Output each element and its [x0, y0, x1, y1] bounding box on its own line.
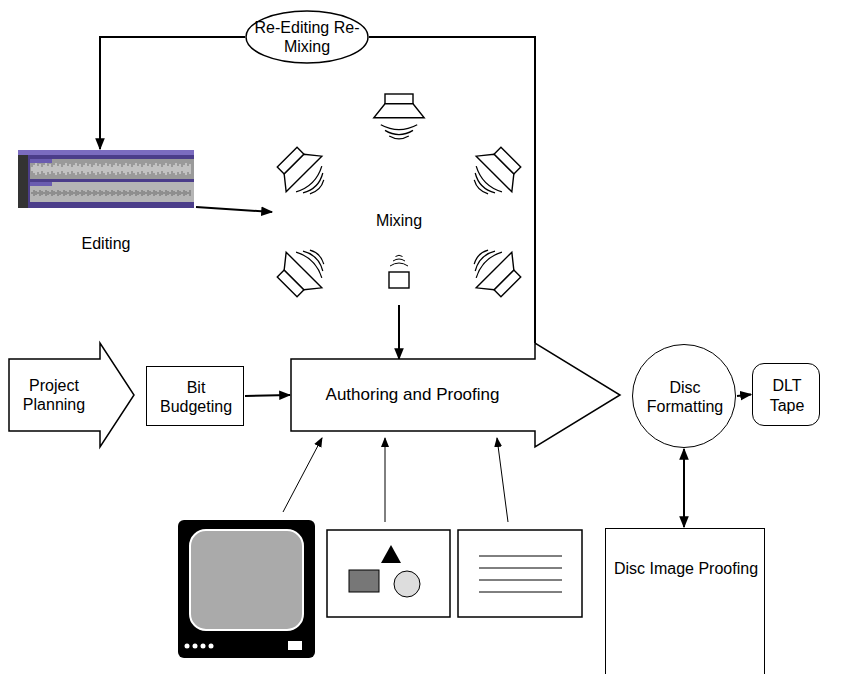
text-area: Mixing: [358, 206, 440, 236]
loop-ellipse: Re-Editing Re-Mixing: [245, 10, 369, 64]
text-area: Project Planning: [8, 359, 100, 431]
text-area: DLT Tape: [753, 364, 821, 427]
text-area: Editing: [18, 230, 194, 258]
node-label: Editing: [76, 234, 137, 253]
node-label: Project Planning: [8, 376, 100, 414]
node-label: Authoring and Proofing: [320, 385, 506, 405]
planning-arrow: Project Planning: [8, 342, 136, 448]
arrow-outline: [8, 342, 136, 448]
text-area: Re-Editing Re-Mixing: [245, 10, 369, 64]
flow-connector: [245, 395, 290, 396]
flow-connector: [369, 37, 535, 343]
leader-arrow: [283, 438, 322, 512]
node-label: Re-Editing Re-Mixing: [245, 18, 369, 56]
authoring-arrow: Authoring and Proofing: [290, 342, 622, 448]
flow-connector: [196, 207, 272, 212]
process-box: Bit Budgeting: [146, 366, 244, 426]
tv-icon: [178, 520, 315, 658]
graphics-card-icon: [327, 530, 450, 617]
text-area: Disc Image Proofing: [606, 529, 766, 609]
leader-arrow: [497, 438, 508, 522]
proofing-box: Disc Image Proofing: [605, 528, 765, 674]
node-label: Disc Formatting: [633, 378, 737, 416]
flow-connector: [683, 449, 685, 527]
tape-box: DLT Tape: [752, 363, 820, 426]
node-label: Bit Budgeting: [147, 378, 245, 416]
text-area: Authoring and Proofing: [290, 359, 535, 431]
node-label: Disc Image Proofing: [608, 559, 764, 578]
speaker-array: [272, 100, 526, 305]
flow-connector: [100, 37, 245, 149]
text-card-icon: [458, 530, 582, 617]
text-area: Disc Formatting: [633, 345, 737, 449]
leader-arrow: [385, 438, 386, 522]
node-label: DLT Tape: [753, 376, 821, 414]
editing-panel: Editing: [18, 150, 194, 260]
flow-connector: [737, 395, 751, 397]
mixing-group: Mixing: [272, 100, 526, 305]
formatting-circle: Disc Formatting: [632, 344, 736, 448]
node-label: Mixing: [370, 211, 428, 230]
ellipse-outline: [245, 10, 369, 64]
flow-connector: [398, 305, 400, 359]
text-area: Bit Budgeting: [147, 367, 245, 427]
